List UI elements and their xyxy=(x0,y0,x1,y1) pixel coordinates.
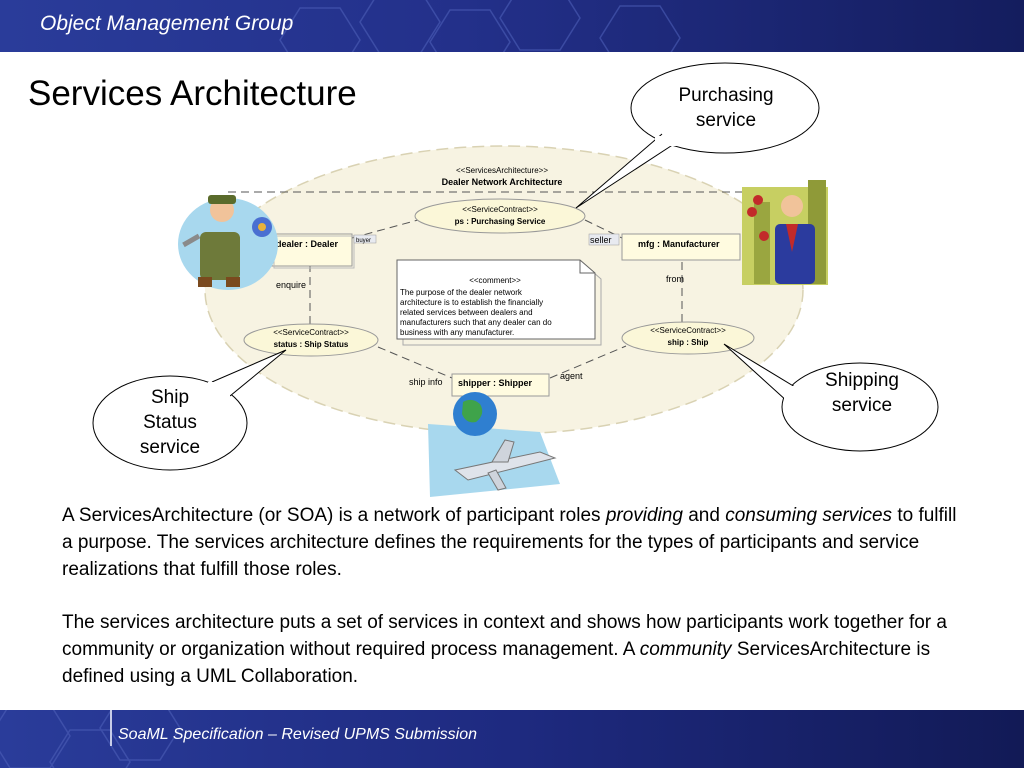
comment-line: manufacturers such that any dealer can d… xyxy=(400,318,552,327)
text-run: ServicesArchitecture is defined using a … xyxy=(62,639,931,687)
role-from: from xyxy=(666,274,684,284)
footer-divider xyxy=(110,710,112,746)
description-paragraph-2: The services architecture puts a set of … xyxy=(62,609,962,690)
text-run: to fulfill a purpose. The services archi… xyxy=(62,505,957,580)
airplane-globe-clipart-icon xyxy=(428,392,560,497)
mechanic-clipart-icon xyxy=(178,195,278,290)
description-text: A ServicesArchitecture (or SOA) is a net… xyxy=(62,502,962,716)
comment-line: The purpose of the dealer network xyxy=(400,288,523,297)
dealer-participant-box xyxy=(271,233,353,267)
comment-line: business with any manufacturer. xyxy=(400,328,514,337)
ship-status-callout-label: Ship Status service xyxy=(139,387,201,458)
description-paragraph-1: A ServicesArchitecture (or SOA) is a net… xyxy=(62,502,962,583)
page-title: Services Architecture xyxy=(28,74,357,113)
manufacturer-participant-box xyxy=(621,233,741,261)
comment-stereotype: <<comment>> xyxy=(469,276,521,285)
comment-line: related services between dealers and xyxy=(400,308,533,317)
emphasis-providing: providing xyxy=(605,505,683,526)
architecture-name: Dealer Network Architecture xyxy=(442,177,563,187)
status-contract-stereotype: <<ServiceContract>> xyxy=(273,328,349,337)
purchasing-callout-text: Purchasing service xyxy=(670,83,782,133)
role-enquire: enquire xyxy=(276,280,306,290)
shipper-participant-box xyxy=(451,373,550,397)
businessman-clipart-icon xyxy=(742,180,828,285)
architecture-stereotype: <<ServicesArchitecture>> xyxy=(456,166,548,175)
shipping-callout-bubble xyxy=(781,362,939,452)
role-ship-info: ship info xyxy=(409,377,443,387)
status-contract-name: status : Ship Status xyxy=(274,340,349,349)
organization-name: Object Management Group xyxy=(40,12,294,35)
purchasing-contract-ellipse xyxy=(414,198,586,234)
dealer-participant-label: dealer : Dealer xyxy=(276,239,339,249)
ship-status-callout-bubble xyxy=(92,375,248,471)
purchasing-contract-stereotype: <<ServiceContract>> xyxy=(462,205,538,214)
ship-status-callout-text: Ship Status service xyxy=(124,385,216,460)
role-seller: seller xyxy=(590,235,612,245)
emphasis-consuming-services: consuming services xyxy=(725,505,893,526)
purchasing-callout-pointer xyxy=(575,133,675,209)
ship-contract-name: ship : Ship xyxy=(668,338,709,347)
text-run: A ServicesArchitecture (or SOA) is a net… xyxy=(62,505,606,526)
shipper-participant-label: shipper : Shipper xyxy=(458,378,533,388)
services-architecture-diagram: <<ServicesArchitecture>> Dealer Network … xyxy=(92,62,939,497)
comment-line: architecture is to establish the financi… xyxy=(400,298,543,307)
role-connectors xyxy=(309,219,683,379)
footer-bar: SoaML Specification – Revised UPMS Submi… xyxy=(0,710,1024,768)
ship-contract-ellipse xyxy=(621,321,755,355)
purchasing-callout-label: Purchasing service xyxy=(678,85,774,131)
text-run: and xyxy=(682,505,726,526)
manufacturer-participant-label: mfg : Manufacturer xyxy=(638,239,720,249)
shipping-callout-text: Shipping service xyxy=(822,368,902,418)
role-agent: agent xyxy=(560,371,583,381)
role-buyer: buyer xyxy=(356,238,371,244)
comment-note: <<comment>> The purpose of the dealer ne… xyxy=(396,259,602,346)
header-bar: Object Management Group xyxy=(0,0,1024,52)
footer-spec-title: SoaML Specification – Revised UPMS Submi… xyxy=(118,726,477,743)
emphasis-community: community xyxy=(639,639,732,660)
shipping-callout-label: Shipping service xyxy=(825,370,899,416)
purchasing-contract-name: ps : Purchasing Service xyxy=(455,217,546,226)
text-run: The services architecture puts a set of … xyxy=(62,612,947,660)
status-contract-ellipse xyxy=(243,323,379,357)
shipping-callout-pointer xyxy=(723,343,796,403)
ship-contract-stereotype: <<ServiceContract>> xyxy=(650,326,726,335)
purchasing-callout-bubble xyxy=(630,62,820,154)
ship-status-callout-pointer xyxy=(211,349,287,397)
hex-pattern-decoration xyxy=(279,0,681,52)
